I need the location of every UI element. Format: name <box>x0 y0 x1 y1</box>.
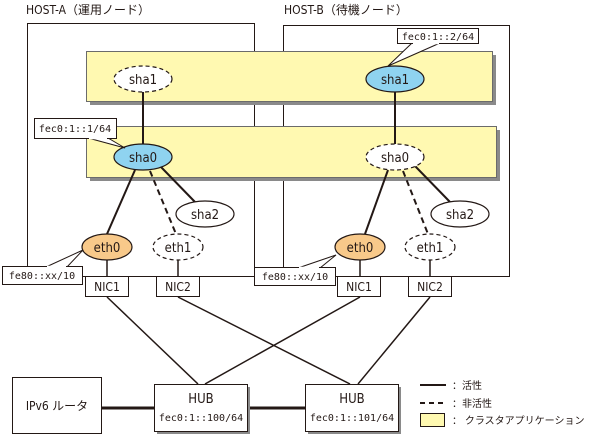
legend-cluster-app-swatch <box>420 413 445 427</box>
host-b-title: HOST-B（待機ノード） <box>284 2 408 17</box>
b-sha0-node[interactable]: sha0 <box>365 143 425 171</box>
a-nic1-label: NIC1 <box>94 280 120 294</box>
a-sha0-eth1-link <box>149 170 177 235</box>
a-sha0-label: sha0 <box>129 151 157 166</box>
a-eth1-label: eth1 <box>165 241 192 256</box>
a-sha0-address: fec0:1::1/64 <box>39 124 111 135</box>
legend: ：活性 ：非活性 ： クラスタアプリケーション <box>420 379 584 427</box>
a-eth0-label: eth0 <box>94 241 121 256</box>
b-sha0-label: sha0 <box>381 151 409 166</box>
a-sha2-node[interactable]: sha2 <box>175 200 235 228</box>
a-sha1-label: sha1 <box>129 73 157 88</box>
host-a-title: HOST-A（運用ノード） <box>26 3 150 17</box>
b-nic1-label: NIC1 <box>346 280 372 294</box>
ipv6-router[interactable]: IPv6 ルータ <box>12 377 102 434</box>
b-nic2-label: NIC2 <box>417 280 443 294</box>
router-label: IPv6 ルータ <box>26 399 88 413</box>
a-sha2-label: sha2 <box>191 208 219 223</box>
hub-1[interactable]: HUB fec0:1::100/64 <box>154 384 251 435</box>
b-sha1-node[interactable]: sha1 <box>365 65 425 93</box>
legend-active-label: ：活性 <box>452 379 482 392</box>
a-eth1-node[interactable]: eth1 <box>152 233 204 261</box>
hub-2-label: HUB <box>339 392 364 407</box>
b-sha0-sha2-link <box>414 165 451 203</box>
b-nic1-hub1-link <box>204 296 361 385</box>
b-nic2[interactable]: NIC2 <box>408 276 452 297</box>
b-eth1-node[interactable]: eth1 <box>404 233 456 261</box>
a-sha0-eth0-link <box>106 169 136 235</box>
b-sha1-label: sha1 <box>381 73 409 88</box>
a-nic1-hub1-link <box>106 296 199 385</box>
b-nic2-hub2-link <box>357 296 431 385</box>
a-eth0-address: fe80::xx/10 <box>9 271 75 282</box>
b-eth0-address: fe80::xx/10 <box>262 272 328 283</box>
a-sha0-sha2-link <box>160 166 196 203</box>
a-eth0-address-callout: fe80::xx/10 <box>2 249 84 285</box>
b-sha1-address: fec0:1::2/64 <box>402 32 474 43</box>
b-sha0-eth0-link <box>364 169 389 235</box>
b-sha0-eth1-link <box>402 170 429 235</box>
hub-2[interactable]: HUB fec0:1::101/64 <box>305 384 402 435</box>
b-sha1-address-callout: fec0:1::2/64 <box>387 28 479 67</box>
a-nic2-label: NIC2 <box>165 280 191 294</box>
b-eth1-label: eth1 <box>417 241 444 256</box>
b-eth0-address-callout: fe80::xx/10 <box>254 254 337 286</box>
b-sha2-node[interactable]: sha2 <box>430 200 490 228</box>
hub-1-label: HUB <box>188 392 213 407</box>
a-nic2-hub2-link <box>177 296 351 385</box>
hub-2-address: fec0:1::101/64 <box>310 413 394 424</box>
a-sha1-node[interactable]: sha1 <box>113 65 173 93</box>
b-nic1[interactable]: NIC1 <box>337 276 381 297</box>
b-sha2-label: sha2 <box>446 208 474 223</box>
a-nic2[interactable]: NIC2 <box>156 276 200 297</box>
legend-cluster-app-label: ： クラスタアプリケーション <box>452 415 584 427</box>
hub-1-address: fec0:1::100/64 <box>159 413 243 424</box>
a-nic1[interactable]: NIC1 <box>85 276 129 297</box>
a-eth0-node[interactable]: eth0 <box>81 233 133 261</box>
legend-inactive-label: ：非活性 <box>452 397 492 410</box>
b-eth0-node[interactable]: eth0 <box>334 233 386 261</box>
b-eth0-label: eth0 <box>347 241 374 256</box>
a-sha0-node[interactable]: sha0 <box>113 143 173 171</box>
a-sha0-address-callout: fec0:1::1/64 <box>34 118 126 149</box>
